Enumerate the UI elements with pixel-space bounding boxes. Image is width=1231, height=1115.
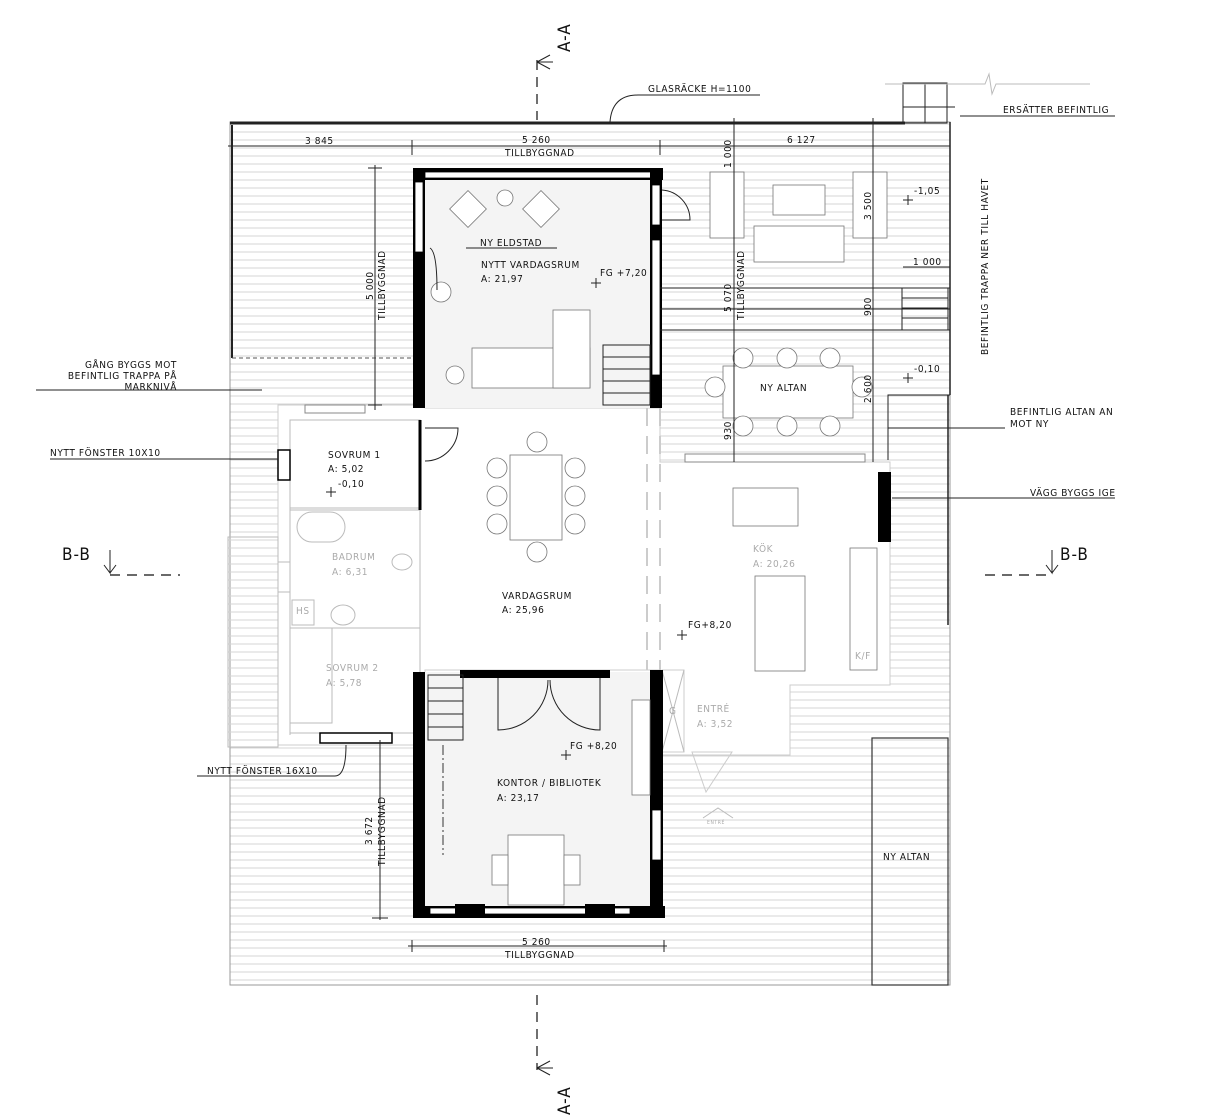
room-sovrum2-area: A: 5,78: [326, 678, 362, 689]
room-badrum-name: BADRUM: [332, 552, 375, 563]
kitchen-counter: [849, 547, 878, 671]
ny-altan-right-deck: [871, 737, 949, 986]
dim-bottom-note: TILLBYGGNAD: [504, 950, 575, 961]
double-door: [497, 678, 601, 731]
desk: [507, 834, 565, 906]
room-kontor-area: A: 23,17: [497, 793, 539, 804]
section-mark-bottom: A-A: [555, 1086, 575, 1115]
room-entre-name: ENTRÉ: [697, 702, 730, 715]
room-sovrum1-area: A: 5,02: [328, 464, 364, 475]
kitchen-island: [754, 575, 806, 672]
stair: [602, 344, 651, 406]
armchair: [449, 190, 487, 228]
dimension-lines: [36, 94, 1115, 952]
kontor: [413, 670, 665, 918]
level-deck-top: -1,05: [914, 186, 940, 197]
room-entre-area: A: 3,52: [697, 719, 733, 730]
existing-stairs: [660, 82, 955, 331]
bed: [289, 627, 333, 724]
dim-1000-v: 1 000: [723, 139, 734, 168]
dim-5070: 5 070: [723, 283, 734, 312]
section-mark-left: B-B: [62, 545, 91, 565]
dining-table: [509, 454, 563, 541]
fixture-kf: K/F: [855, 651, 871, 662]
dim-top-left: 3 845: [305, 136, 334, 147]
level-kontor: FG +8,20: [570, 741, 617, 752]
door-terrace: [661, 189, 691, 221]
room-sovrum1-name: SOVRUM 1: [328, 450, 381, 461]
sink-icon: [391, 553, 413, 571]
dim-bottom: 5 260: [522, 937, 551, 948]
section-mark-top: A-A: [555, 23, 575, 52]
window-16x10: [319, 732, 393, 744]
room-kok-name: KÖK: [753, 542, 774, 555]
existing-house: [227, 404, 891, 819]
label-gang-2: BEFINTLIG TRAPPA PÅ: [68, 369, 177, 382]
label-glasracke: GLASRÄCKE H=1100: [648, 82, 751, 95]
sofa: [471, 309, 591, 389]
label-befintlig-trappa: BEFINTLIG TRAPPA NER TILL HAVET: [980, 178, 991, 355]
window-10x10: [277, 449, 291, 481]
label-ny-eldstad: NY ELDSTAD: [480, 238, 542, 249]
stair-down: [427, 674, 464, 741]
dim-top-mid-note: TILLBYGGNAD: [504, 148, 575, 159]
bookshelf: [631, 699, 651, 796]
toilet-icon: [330, 604, 356, 626]
altan-table: [722, 365, 854, 419]
section-lines: [110, 60, 1050, 1070]
dim-3672-note: TILLBYGGNAD: [377, 796, 388, 867]
label-befintlig-altan-1: BEFINTLIG ALTAN AN: [1010, 407, 1113, 418]
fixture-g: G: [669, 706, 677, 717]
fixture-hs: HS: [296, 606, 310, 617]
dim-1000-h: 1 000: [913, 257, 942, 268]
dim-top-mid: 5 260: [522, 135, 551, 146]
room-ny-altan-top: NY ALTAN: [760, 383, 807, 394]
label-vagg-byggs: VÄGG BYGGS IGE: [1030, 486, 1116, 499]
dim-3500: 3 500: [863, 191, 874, 220]
level-vardagsrum: FG+8,20: [688, 620, 732, 631]
dim-930: 930: [723, 421, 734, 440]
nytt-vardagsrum: [413, 168, 691, 408]
room-nytt-vardagsrum-area: A: 21,97: [481, 274, 523, 285]
dim-5000: 5 000: [365, 271, 376, 300]
label-gang-3: MARKNIVÅ: [124, 380, 177, 393]
label-entre-arrow: ENTRÉ: [707, 818, 725, 826]
room-vardagsrum-area: A: 25,96: [502, 605, 544, 616]
dim-top-right: 6 127: [787, 135, 816, 146]
fireplace-icon: [430, 281, 452, 303]
section-mark-right: B-B: [1060, 545, 1089, 565]
label-nytt-fonster-10: NYTT FÖNSTER 10X10: [50, 446, 161, 459]
level-nytt-vardagsrum: FG +7,20: [600, 268, 647, 279]
room-kok-area: A: 20,26: [753, 559, 795, 570]
label-ersatter: ERSÄTTER BEFINTLIG: [1003, 103, 1109, 116]
dining-chairs: [486, 431, 586, 563]
dim-5070-note: TILLBYGGNAD: [736, 250, 747, 321]
door-sovrum1: [424, 427, 459, 462]
room-ny-altan-right: NY ALTAN: [883, 852, 930, 863]
room-nytt-vardagsrum-name: NYTT VARDAGSRUM: [481, 260, 580, 271]
dim-5000-note: TILLBYGGNAD: [377, 250, 388, 321]
section-arrows: [103, 54, 1059, 1076]
level-markers: [326, 195, 913, 760]
room-kontor-name: KONTOR / BIBLIOTEK: [497, 778, 602, 789]
level-sovrum1: -0,10: [338, 479, 364, 490]
kitchen-table: [732, 487, 799, 527]
room-vardagsrum-name: VARDAGSRUM: [502, 591, 572, 602]
dim-900: 900: [863, 297, 874, 316]
label-nytt-fonster-16: NYTT FÖNSTER 16X10: [207, 764, 318, 777]
room-badrum-area: A: 6,31: [332, 567, 368, 578]
label-befintlig-altan-2: MOT NY: [1010, 419, 1049, 430]
label-gang-1: GÅNG BYGGS MOT: [85, 358, 177, 371]
bathtub-icon: [296, 511, 346, 543]
room-sovrum2-name: SOVRUM 2: [326, 663, 379, 674]
armchair: [522, 190, 560, 228]
level-deck-mid: -0,10: [914, 364, 940, 375]
dim-3672: 3 672: [364, 816, 375, 845]
terrace-furniture: [660, 72, 1090, 437]
dim-2600: 2 600: [863, 374, 874, 403]
entrance-arrow-icon: [702, 807, 734, 819]
